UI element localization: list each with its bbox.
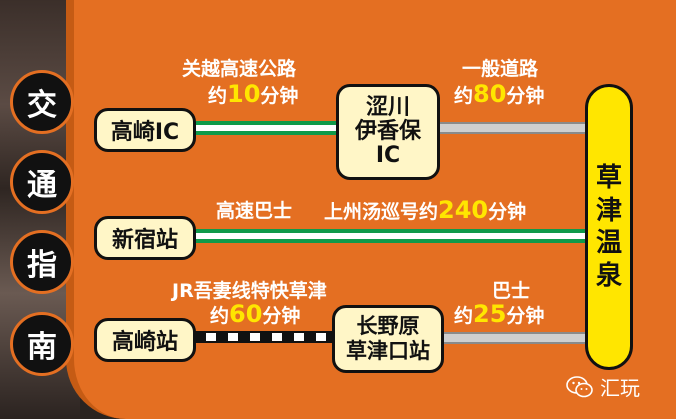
station-naganohara: 长野原 草津口站	[332, 305, 444, 373]
wechat-icon	[566, 375, 594, 398]
route4-time-prefix: 约	[210, 305, 230, 327]
route5-time-prefix: 约	[454, 305, 474, 327]
destination-char-2: 津	[595, 195, 622, 226]
watermark-text: 汇玩	[600, 376, 640, 400]
route3-bus-time: 上州汤巡号约240分钟	[324, 196, 526, 224]
destination-kusatsu-onsen: 草 津 温 泉	[585, 84, 633, 370]
station-naganohara-line1: 长野原	[356, 313, 420, 338]
route4-time: 约60分钟	[210, 300, 300, 328]
sidebar-char-1: 交	[10, 70, 74, 134]
bus-road-line	[440, 332, 590, 344]
station-shibukawa-ic: 涩川 伊香保 IC	[336, 84, 440, 180]
station-shibukawa-line3: IC	[375, 143, 401, 169]
watermark: 汇玩	[566, 372, 640, 401]
route5-time-suffix: 分钟	[506, 305, 545, 327]
route1-time-prefix: 约	[208, 85, 228, 107]
route5-name: 巴士	[492, 280, 531, 302]
route2-time-prefix: 约	[454, 85, 474, 107]
station-takasaki: 高崎站	[94, 318, 196, 362]
route3-bus-type: 高速巴士	[216, 200, 293, 222]
route5-time-number: 25	[473, 300, 507, 328]
route4-time-suffix: 分钟	[262, 305, 301, 327]
route5-time: 约25分钟	[454, 300, 544, 328]
expressway-line-1	[196, 121, 346, 135]
station-shibukawa-line1: 涩川	[365, 94, 410, 120]
route1-name: 关越高速公路	[182, 58, 297, 80]
destination-char-1: 草	[595, 163, 622, 193]
route1-time: 约10分钟	[208, 80, 298, 108]
station-shibukawa-line2: 伊香保	[354, 118, 421, 144]
destination-char-4: 泉	[595, 260, 622, 291]
route2-time: 约80分钟	[454, 80, 544, 108]
route4-time-number: 60	[229, 300, 263, 328]
route3-time-prefix: 上州汤巡号约	[324, 201, 439, 223]
destination-char-3: 温	[595, 228, 622, 258]
station-takasaki-ic: 高崎IC	[94, 108, 196, 152]
sidebar-char-3: 指	[10, 230, 74, 294]
sidebar-char-2: 通	[10, 150, 74, 214]
route1-time-suffix: 分钟	[260, 85, 299, 107]
route2-time-suffix: 分钟	[506, 85, 545, 107]
station-shinjuku: 新宿站	[94, 216, 196, 260]
route2-name: 一般道路	[462, 58, 539, 80]
route3-time-suffix: 分钟	[488, 201, 527, 223]
railway-line	[192, 331, 342, 343]
route4-name: JR吾妻线特快草津	[172, 280, 327, 302]
local-road-line	[440, 122, 590, 134]
station-naganohara-line2: 草津口站	[346, 339, 430, 363]
expressway-line-2	[196, 229, 590, 243]
route2-time-number: 80	[473, 80, 507, 108]
sidebar-char-4: 南	[10, 312, 74, 376]
route3-time-number: 240	[438, 196, 489, 224]
route1-time-number: 10	[227, 80, 261, 108]
